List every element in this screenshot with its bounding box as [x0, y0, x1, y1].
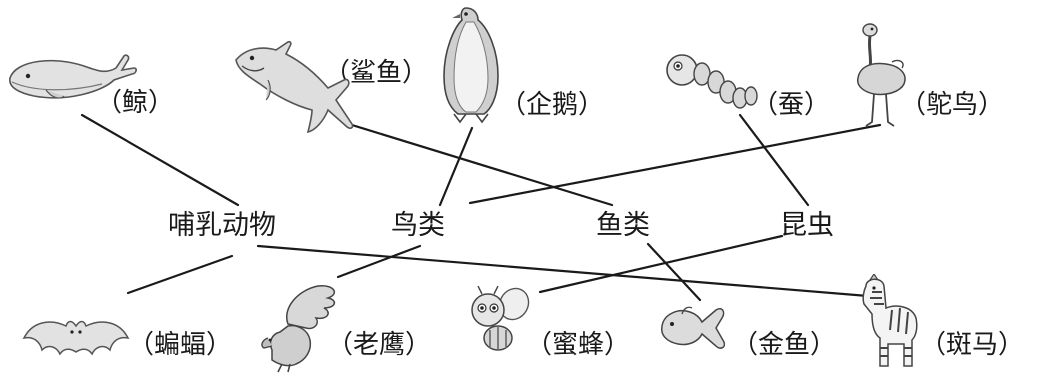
line-zebra-mammal — [256, 244, 870, 298]
penguin-icon — [436, 6, 506, 126]
label-zebra: （斑马） — [920, 330, 1025, 360]
goldfish-icon — [658, 302, 730, 354]
zebra-icon — [860, 274, 922, 370]
bat-icon — [20, 312, 132, 374]
line-bee-insect — [538, 234, 784, 294]
shark-icon — [232, 40, 356, 136]
label-silkworm: （蚕） — [752, 90, 831, 120]
line-silkworm-insect — [738, 113, 810, 207]
category-bird: 鸟类 — [391, 210, 445, 241]
ostrich-icon — [852, 22, 912, 130]
label-ostrich: （鸵鸟） — [900, 90, 1005, 120]
label-bat: （蝙蝠） — [128, 330, 233, 360]
line-shark-fish — [350, 123, 614, 207]
eagle-icon — [258, 284, 342, 374]
category-fish: 鱼类 — [596, 210, 650, 241]
category-insect: 昆虫 — [780, 210, 834, 241]
line-bat-mammal — [126, 254, 234, 295]
silkworm-icon — [662, 52, 762, 114]
line-ostrich-bird — [468, 123, 882, 205]
label-penguin: （企鹅） — [500, 90, 605, 120]
line-whale-mammal — [80, 113, 240, 207]
line-penguin-bird — [438, 126, 474, 207]
label-eagle: （老鹰） — [327, 330, 432, 360]
category-mammal: 哺乳动物 — [168, 210, 276, 241]
bee-icon — [464, 286, 540, 358]
line-goldfish-fish — [646, 242, 702, 302]
label-bee: （蜜蜂） — [526, 330, 631, 360]
label-whale: （鲸） — [96, 88, 175, 118]
label-goldfish: （金鱼） — [732, 330, 837, 360]
whale-icon — [6, 48, 138, 108]
line-eagle-bird — [336, 244, 422, 279]
